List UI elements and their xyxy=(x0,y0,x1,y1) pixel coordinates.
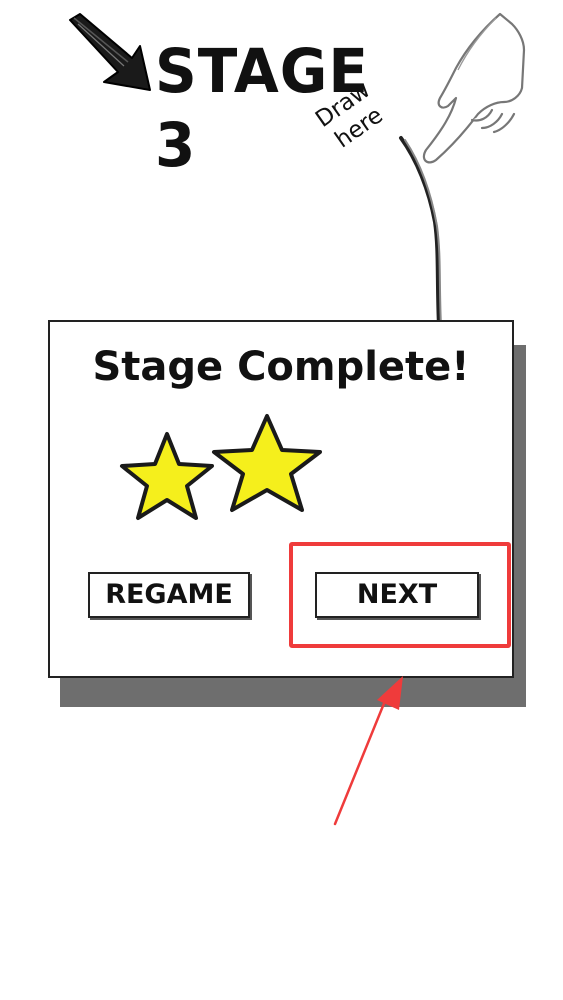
stage-title: STAGE 3 xyxy=(155,35,369,181)
stage-complete-dialog: Stage Complete! REGAME NEXT xyxy=(48,320,514,678)
drawn-rope-line xyxy=(399,136,442,328)
dialog-title: Stage Complete! xyxy=(92,344,470,390)
star-icon xyxy=(212,414,322,512)
pencil-arrow-icon xyxy=(69,13,151,91)
pointing-hand-icon xyxy=(422,12,526,164)
regame-button[interactable]: REGAME xyxy=(88,572,250,618)
star-rating xyxy=(120,414,322,520)
red-arrow-icon xyxy=(333,676,403,826)
next-button[interactable]: NEXT xyxy=(315,572,479,618)
next-button-highlight xyxy=(289,542,511,648)
star-icon xyxy=(120,432,214,520)
